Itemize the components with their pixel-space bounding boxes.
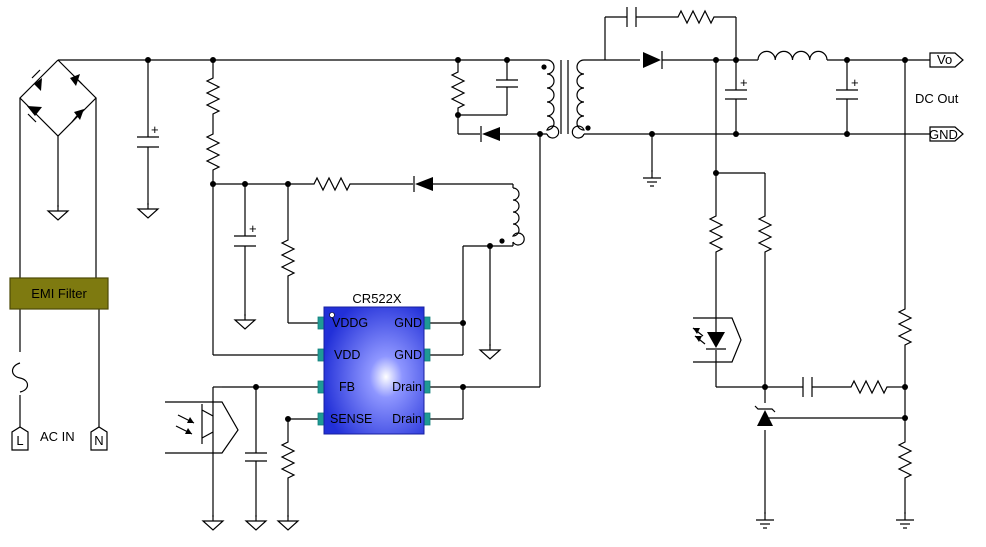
- svg-text:+: +: [740, 75, 748, 90]
- primary-winding: [546, 59, 560, 139]
- aux-capacitor: +: [234, 221, 257, 247]
- line-terminal-label: L: [16, 433, 23, 448]
- startup-resistor-2: [205, 130, 221, 174]
- output-terminals: Vo GND DC Out: [915, 52, 964, 142]
- aux-winding: [511, 187, 525, 246]
- output-capacitor-1: +: [725, 75, 748, 100]
- output-inductor: [757, 50, 828, 61]
- aux-series-resistor: [310, 176, 354, 192]
- secondary-snubber-capacitor: [626, 7, 637, 27]
- pin-label-gnd-2: GND: [394, 348, 422, 362]
- pin1-marker: [329, 312, 335, 318]
- ac-input-terminals: L N AC IN: [11, 426, 108, 451]
- pin-label-gnd-1: GND: [394, 316, 422, 330]
- neutral-terminal: [90, 426, 108, 451]
- vddg-resistor: [280, 236, 296, 280]
- gnd-label: GND: [929, 127, 958, 142]
- tl431-shunt-regulator: [754, 405, 776, 426]
- emi-filter-label: EMI Filter: [31, 286, 87, 301]
- capacitors: + + + +: [137, 7, 859, 462]
- ac-in-label: AC IN: [40, 429, 75, 444]
- vo-terminal: [929, 52, 964, 68]
- output-rectifier-diode: [643, 51, 663, 69]
- diodes: [27, 51, 776, 426]
- magnetics: [499, 50, 828, 246]
- bulk-capacitor: +: [137, 122, 159, 148]
- ic-body: [323, 306, 425, 435]
- sense-resistor: [280, 438, 296, 482]
- emi-filter: EMI Filter: [9, 277, 109, 310]
- compensation-resistor: [847, 379, 889, 395]
- junction-dots: [145, 57, 908, 422]
- divider-upper-resistor: [897, 305, 913, 349]
- bridge-diodes: [27, 69, 84, 123]
- optocoupler-primary-side: [165, 401, 239, 454]
- bias-resistor: [757, 212, 773, 256]
- output-capacitor-2: +: [836, 75, 859, 100]
- ic-part-number: CR522X: [352, 291, 401, 306]
- optocoupler-resistor: [708, 212, 724, 256]
- startup-resistor-1: [205, 74, 221, 118]
- gnd-terminal: [929, 126, 964, 142]
- vo-label: Vo: [937, 52, 952, 67]
- divider-lower-resistor: [897, 438, 913, 482]
- neutral-terminal-label: N: [94, 433, 103, 448]
- pin-label-drain-2: Drain: [392, 412, 422, 426]
- dc-out-label: DC Out: [915, 91, 959, 106]
- compensation-capacitor: [802, 377, 813, 397]
- pin-label-sense: SENSE: [330, 412, 372, 426]
- svg-text:+: +: [851, 75, 859, 90]
- svg-text:+: +: [249, 221, 257, 236]
- svg-text:+: +: [151, 122, 159, 137]
- snubber-diode: [480, 126, 500, 142]
- ground-symbols: [47, 169, 915, 531]
- secondary-winding: [571, 59, 585, 139]
- resistors: [205, 9, 913, 482]
- snubber-capacitor: [496, 79, 518, 88]
- wires: [11, 16, 930, 517]
- optocoupler-led-side: [692, 317, 742, 363]
- pin-label-fb: FB: [339, 380, 355, 394]
- pin-label-drain-1: Drain: [392, 380, 422, 394]
- pin-label-vddg: VDDG: [332, 316, 368, 330]
- line-terminal: [11, 426, 29, 451]
- pin-label-vdd: VDD: [334, 348, 360, 362]
- snubber-resistor: [450, 68, 466, 110]
- secondary-snubber-resistor: [674, 9, 717, 25]
- controller-ic: CR522X VDDG VDD FB SENSE GND GND Drain D…: [317, 291, 431, 435]
- fb-capacitor: [245, 452, 267, 462]
- aux-diode: [413, 176, 433, 192]
